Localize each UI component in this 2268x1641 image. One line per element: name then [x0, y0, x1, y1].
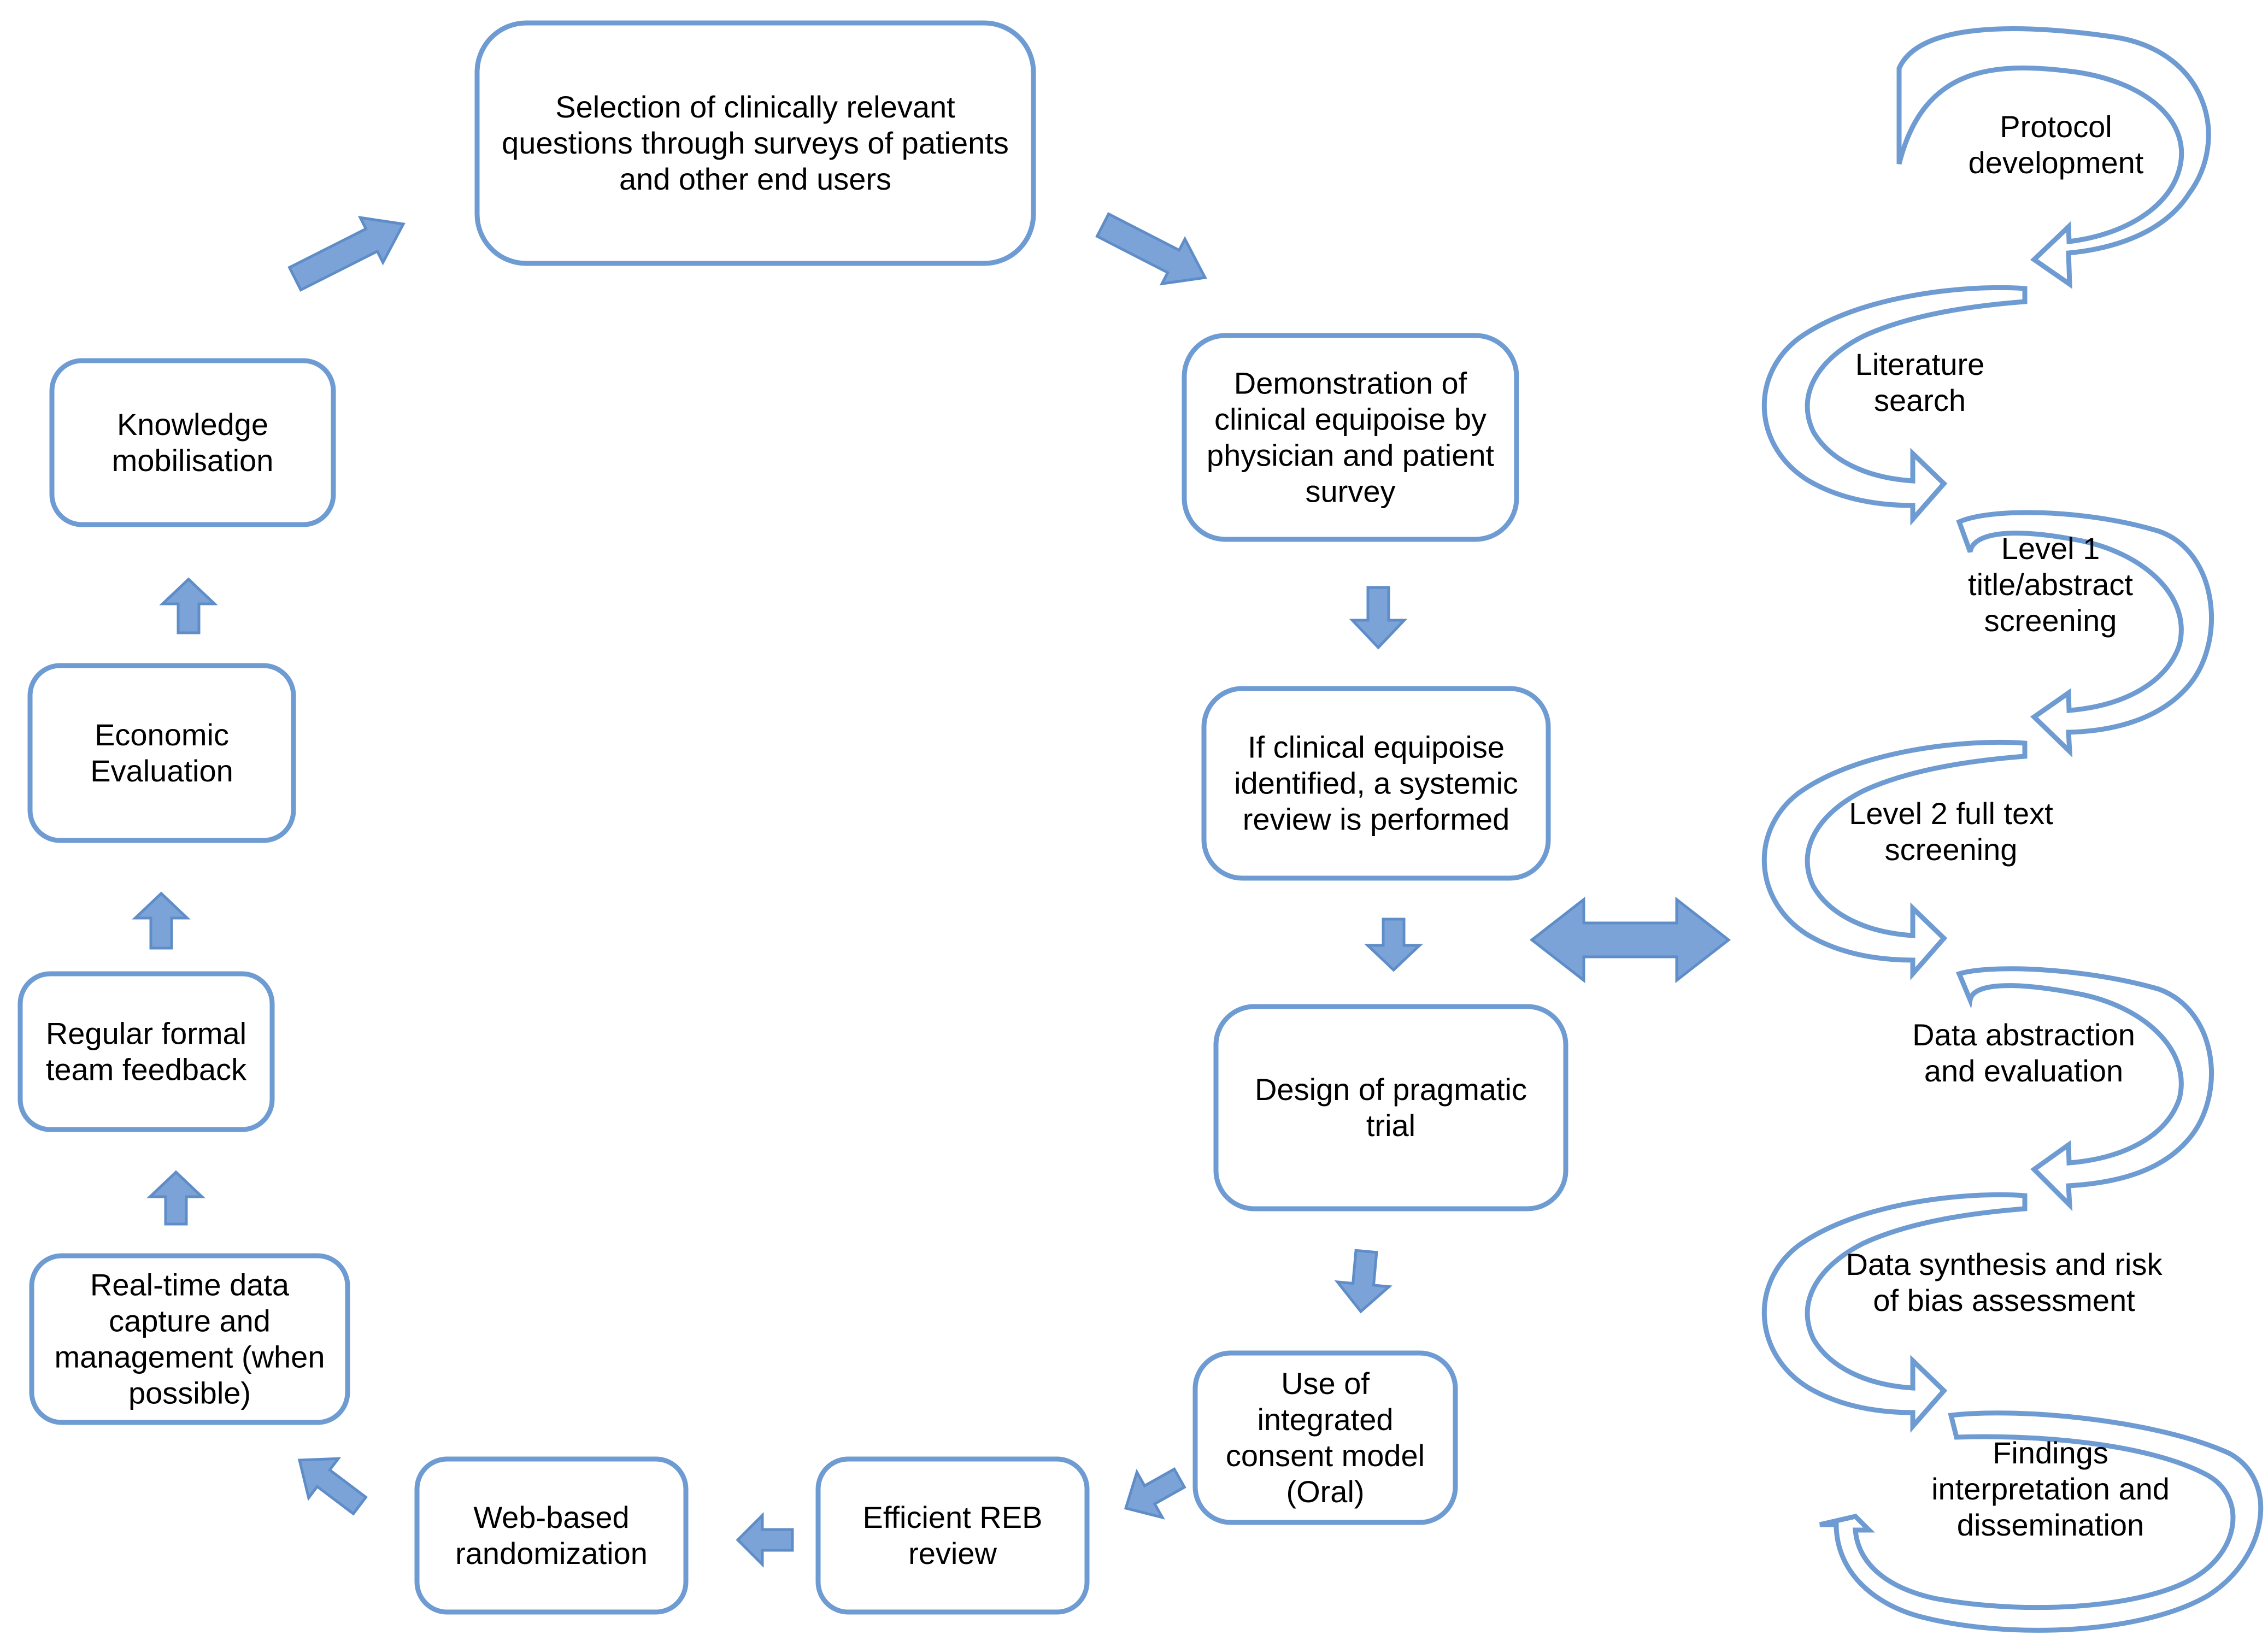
systemic-review-box [1201, 686, 1551, 881]
swirl-findings-arrow-icon [1819, 1410, 2263, 1633]
arrow-icon-to-economic [132, 891, 191, 950]
arrow-icon-to-feedback [146, 1170, 205, 1226]
synthesis-label-line: of bias assessment [1873, 1283, 2135, 1317]
protocol-label-line: development [1969, 145, 2144, 180]
data-capture-box-border [29, 1253, 350, 1425]
systemic-review-label-line: identified, a systemic [1234, 766, 1518, 801]
level1-label-line: screening [1984, 603, 2117, 638]
reb-box-border [815, 1456, 1090, 1615]
swirl-literature-arrow-icon [1761, 285, 2028, 526]
level2-label-line: screening [1885, 832, 2018, 867]
knowledge-label-line: Knowledge [117, 407, 268, 442]
swirls-layer [1761, 26, 2263, 1633]
knowledge-box-border [49, 358, 336, 527]
data-capture-label-line: Real-time data [90, 1268, 290, 1302]
selection-label-line: questions through surveys of patients [502, 126, 1009, 160]
arrow-icon-to-randomization [736, 1511, 794, 1568]
feedback-label-line: Regular formal [46, 1016, 246, 1051]
selection-box-border [474, 20, 1036, 266]
feedback-box [17, 971, 275, 1132]
selection-label-line: Selection of clinically relevant [555, 90, 955, 124]
data-capture-label-line: possible) [128, 1376, 251, 1410]
economic-box-border [27, 663, 296, 843]
economic-box [27, 663, 296, 843]
economic-label-line: Economic [95, 717, 229, 752]
consent-box-border [1192, 1350, 1458, 1525]
data-capture-label-line: management (when [55, 1340, 325, 1374]
nodes-layer [17, 20, 1568, 1615]
randomization-box-border [414, 1456, 689, 1615]
data-capture-label-line: capture and [109, 1304, 271, 1338]
selection-box [474, 20, 1036, 266]
reb-box [815, 1456, 1090, 1615]
consent-label-line: integrated [1257, 1402, 1393, 1437]
demonstration-label-line: Demonstration of [1234, 366, 1467, 401]
arrow-icon-to-demonstration [1095, 212, 1207, 286]
findings-label-line: Findings [1993, 1436, 2108, 1470]
arrow-icon-to-systemic-review [1349, 586, 1408, 650]
selection-label-line: and other end users [619, 162, 891, 196]
level1-label-line: Level 1 [2001, 531, 2100, 566]
arrow-icon-to-data-capture [297, 1457, 368, 1516]
swirl-protocol-arrow-icon [1896, 26, 2211, 289]
demonstration-label-line: clinical equipoise by [1214, 402, 1486, 437]
arrow-icon-to-design [1364, 917, 1423, 972]
feedback-label-line: team feedback [46, 1052, 247, 1087]
consent-label-line: Use of [1281, 1366, 1370, 1401]
systemic-review-label-line: review is performed [1243, 802, 1510, 837]
protocol-label-line: Protocol [2000, 109, 2112, 144]
design-box [1213, 1004, 1568, 1211]
consent-label-line: (Oral) [1286, 1474, 1364, 1509]
synthesis-label-line: Data synthesis and risk [1846, 1247, 2163, 1281]
design-label-line: Design of pragmatic [1255, 1072, 1527, 1107]
data-capture-box [29, 1253, 350, 1425]
literature-label-line: search [1874, 383, 1966, 417]
labels-layer: Selection of clinically relevantquestion… [46, 90, 2170, 1571]
randomization-label-line: randomization [455, 1536, 648, 1571]
consent-label-line: consent model [1226, 1438, 1425, 1473]
reb-label-line: Efficient REB [863, 1500, 1043, 1534]
arrow-icon-to-selection [287, 216, 406, 292]
design-label-line: trial [1366, 1108, 1415, 1143]
randomization-label-line: Web-based [473, 1500, 629, 1534]
systemic-review-box-border [1201, 686, 1551, 881]
level1-label-line: title/abstract [1968, 567, 2133, 602]
randomization-box [414, 1456, 689, 1615]
level2-label-line: Level 2 full text [1849, 796, 2053, 831]
reb-label-line: review [908, 1536, 997, 1571]
swirl-synthesis-arrow-icon [1761, 1192, 2028, 1433]
knowledge-box [49, 358, 336, 527]
abstraction-label-line: Data abstraction [1912, 1017, 2135, 1052]
swirl-abstraction-arrow-icon [1955, 966, 2214, 1211]
economic-label-line: Evaluation [90, 754, 233, 788]
knowledge-label-line: mobilisation [112, 443, 274, 478]
consent-box [1192, 1350, 1458, 1525]
arrows-layer [132, 212, 1731, 1568]
arrow-icon-to-reb [1124, 1467, 1186, 1520]
design-box-border [1213, 1004, 1568, 1211]
swirl-level1-arrow-icon [1956, 510, 2214, 758]
arrow-icon-to-knowledge [159, 577, 218, 634]
systemic-review-label-line: If clinical equipoise [1248, 730, 1505, 764]
findings-label-line: dissemination [1957, 1508, 2144, 1542]
swirl-level2-arrow-icon [1761, 739, 2028, 980]
demonstration-box-border [1182, 333, 1519, 542]
feedback-box-border [17, 971, 275, 1132]
abstraction-label-line: and evaluation [1924, 1054, 2123, 1088]
literature-label-line: Literature [1855, 347, 1985, 381]
demonstration-label-line: survey [1306, 474, 1396, 509]
arrow-icon-to-consent [1334, 1249, 1392, 1314]
double-arrow-icon [1529, 896, 1731, 984]
demonstration-label-line: physician and patient [1207, 438, 1495, 473]
demonstration-box [1182, 333, 1519, 542]
findings-label-line: interpretation and [1931, 1472, 2170, 1506]
